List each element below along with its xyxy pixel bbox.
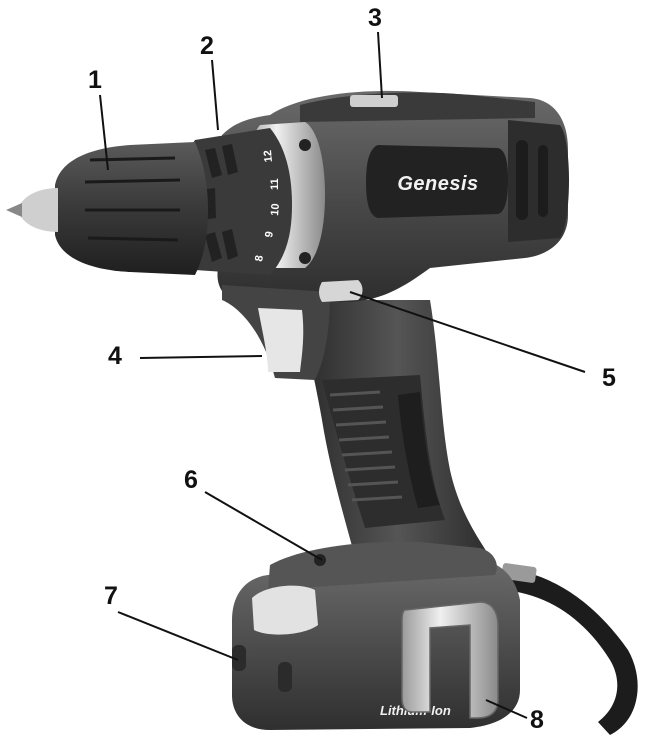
callout-1: 1 (88, 66, 102, 94)
clutch-number-8: 8 (253, 254, 266, 262)
clutch-number-10: 10 (269, 203, 282, 216)
chuck-nose (20, 188, 58, 232)
battery-release-button (252, 585, 318, 635)
leader-7 (117, 611, 239, 661)
brand-plate (366, 145, 508, 218)
clutch-number-9: 9 (263, 230, 276, 238)
trigger (258, 308, 304, 372)
grip-ridges (329, 390, 403, 502)
belt-clip (401, 601, 499, 719)
leader-6 (204, 491, 323, 561)
battery-foot-right (278, 662, 292, 692)
leader-5 (349, 291, 586, 373)
collar-screw-top (299, 139, 311, 151)
leader-3 (377, 31, 383, 99)
leader-2 (211, 59, 219, 131)
callout-3: 3 (368, 4, 382, 32)
grip-side-panel (398, 392, 440, 508)
leader-1 (99, 94, 109, 171)
callout-5: 5 (602, 364, 616, 392)
collar-screw-bottom (299, 252, 311, 264)
vent-slot (516, 140, 528, 220)
clutch-number-12: 12 (262, 150, 275, 163)
clutch-ring-numbers: 8 9 10 11 12 (253, 150, 282, 263)
callout-2: 2 (200, 32, 214, 60)
battery-foot-left (232, 645, 246, 671)
vent-slot-2 (538, 145, 548, 217)
brand-logo: Genesis (397, 173, 478, 195)
callout-7: 7 (104, 582, 118, 610)
drill-bit-tip (6, 203, 22, 217)
battery-top (268, 541, 497, 590)
leader-4 (139, 355, 263, 359)
leader-8 (485, 699, 528, 719)
direction-switch (319, 280, 363, 302)
callout-8: 8 (530, 706, 544, 734)
callout-6: 6 (184, 466, 198, 494)
top-switch (350, 95, 398, 107)
belt-strap (505, 568, 638, 735)
leader-lines (99, 31, 586, 719)
callout-4: 4 (108, 342, 122, 370)
clutch-number-11: 11 (269, 178, 281, 190)
chuck-grooves (84, 156, 181, 242)
